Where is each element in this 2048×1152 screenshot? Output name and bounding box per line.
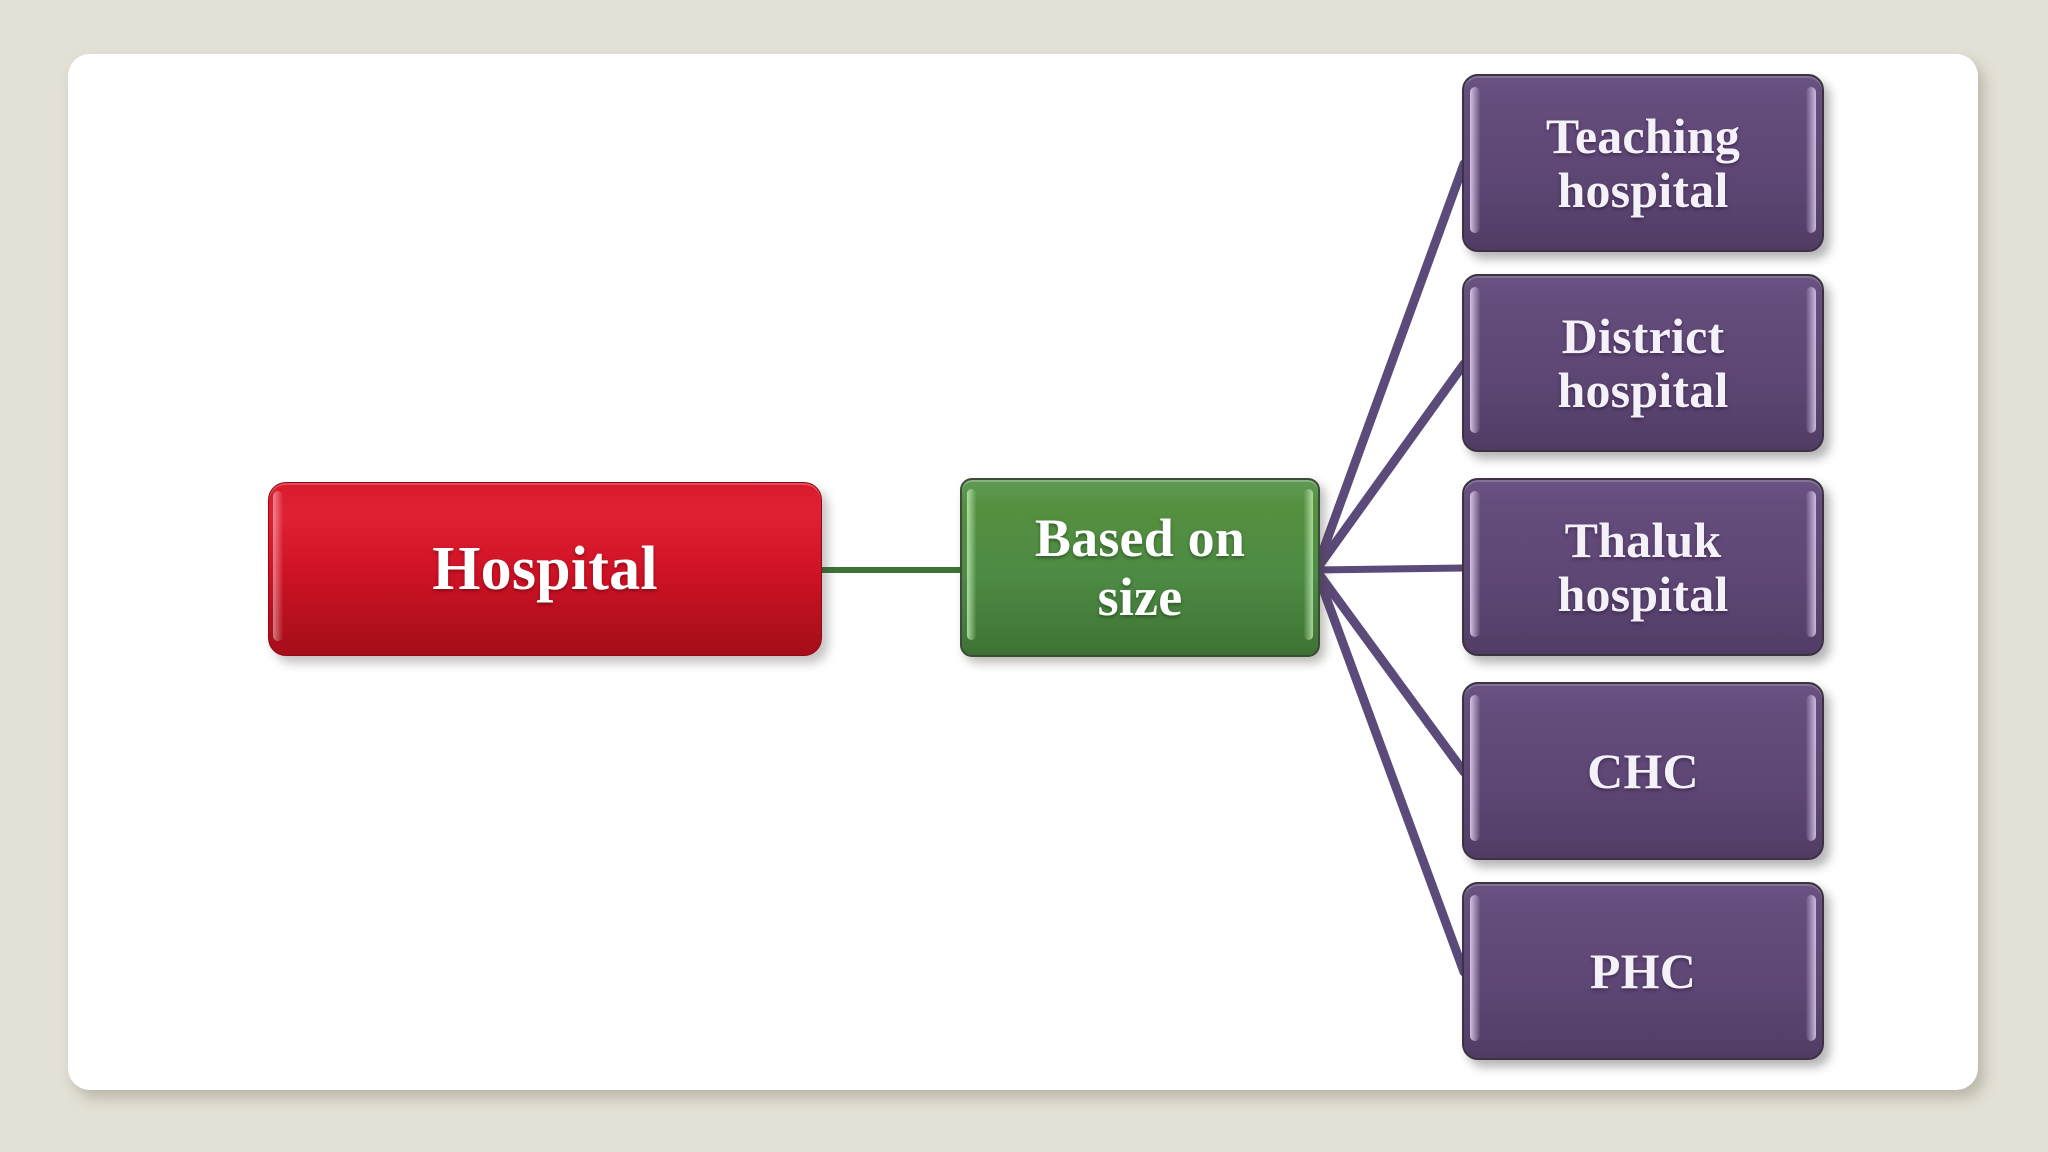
node-teaching-hospital-label: Teaching hospital xyxy=(1464,109,1822,217)
node-chc[interactable]: CHC xyxy=(1462,682,1824,860)
node-chc-label: CHC xyxy=(1587,743,1699,799)
node-district-hospital-line2: hospital xyxy=(1557,362,1729,418)
node-based-on-size-label: Based on size xyxy=(962,509,1318,626)
node-hospital-label: Hospital xyxy=(432,534,658,603)
node-thaluk-hospital[interactable]: Thaluk hospital xyxy=(1462,478,1824,656)
node-teaching-hospital-line2: hospital xyxy=(1557,162,1729,218)
node-phc-label: PHC xyxy=(1589,943,1697,999)
node-district-hospital-line1: District xyxy=(1561,308,1725,364)
node-based-on-size[interactable]: Based on size xyxy=(960,478,1320,657)
node-district-hospital[interactable]: District hospital xyxy=(1462,274,1824,452)
node-phc[interactable]: PHC xyxy=(1462,882,1824,1060)
node-teaching-hospital-line1: Teaching xyxy=(1545,108,1741,164)
node-based-on-size-line2: size xyxy=(1097,566,1183,627)
node-hospital-root[interactable]: Hospital xyxy=(268,482,822,656)
node-based-on-size-line1: Based on xyxy=(1034,508,1246,569)
node-teaching-hospital[interactable]: Teaching hospital xyxy=(1462,74,1824,252)
node-thaluk-hospital-line1: Thaluk xyxy=(1564,512,1722,568)
node-thaluk-hospital-line2: hospital xyxy=(1557,566,1729,622)
node-thaluk-hospital-label: Thaluk hospital xyxy=(1464,513,1822,621)
node-district-hospital-label: District hospital xyxy=(1464,309,1822,417)
